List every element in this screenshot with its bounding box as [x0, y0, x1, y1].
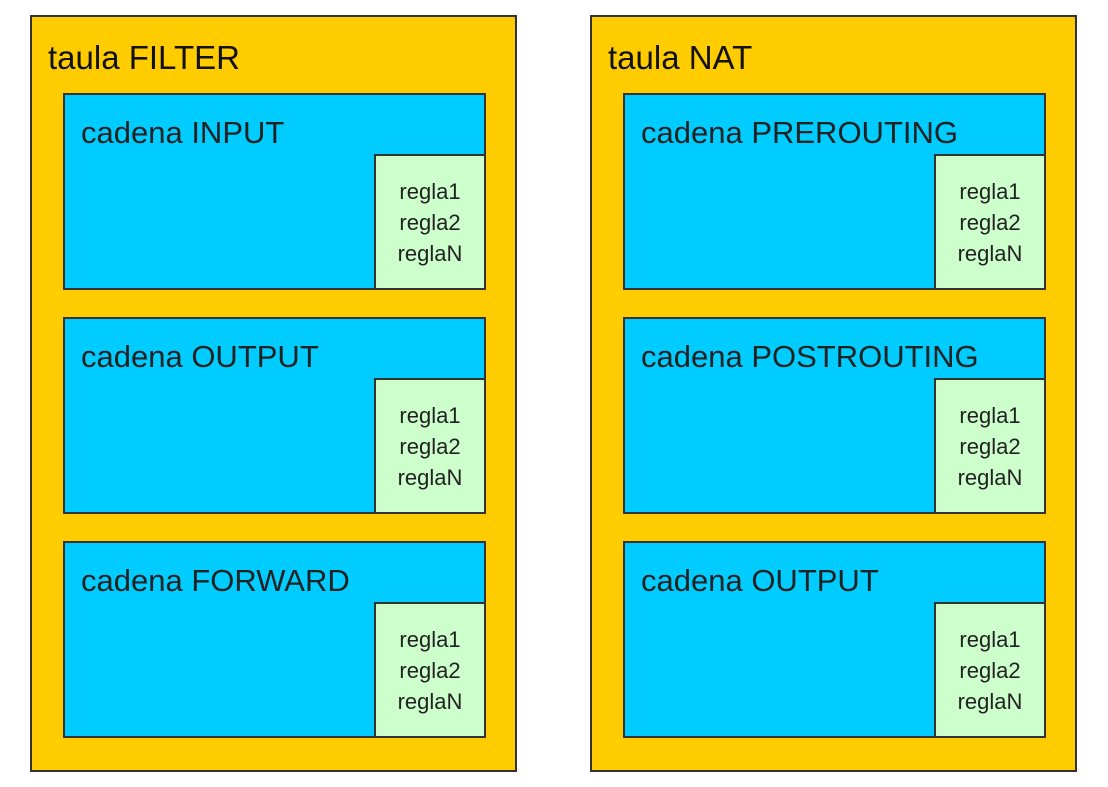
rule-item: regla2: [399, 657, 461, 683]
rule-item: regla2: [399, 433, 461, 459]
rules-list: regla1 regla2 reglaN: [934, 154, 1046, 290]
chain-title: cadena POSTROUTING: [641, 339, 979, 374]
rule-item: regla1: [959, 626, 1021, 652]
rule-item: reglaN: [957, 464, 1023, 490]
rules-list: regla1 regla2 reglaN: [374, 602, 486, 738]
table-title: taula FILTER: [48, 39, 240, 76]
rule-item: regla1: [399, 626, 461, 652]
rule-item: reglaN: [957, 240, 1023, 266]
chain-forward: cadena FORWARD regla1 regla2 reglaN: [63, 541, 486, 738]
rules-list: regla1 regla2 reglaN: [934, 602, 1046, 738]
rule-item: reglaN: [397, 240, 463, 266]
chain-input: cadena INPUT regla1 regla2 reglaN: [63, 93, 486, 290]
rule-item: regla1: [959, 402, 1021, 428]
rules-list: regla1 regla2 reglaN: [374, 154, 486, 290]
chain-title: cadena OUTPUT: [641, 563, 879, 598]
rule-item: regla2: [399, 209, 461, 235]
rule-item: reglaN: [397, 464, 463, 490]
table-nat: taula NAT cadena PREROUTING regla1 regla…: [590, 15, 1077, 772]
table-title: taula NAT: [608, 39, 753, 76]
rule-item: regla1: [399, 402, 461, 428]
chain-title: cadena PREROUTING: [641, 115, 958, 150]
chain-output: cadena OUTPUT regla1 regla2 reglaN: [623, 541, 1046, 738]
rules-list: regla1 regla2 reglaN: [934, 378, 1046, 514]
chain-title: cadena INPUT: [81, 115, 285, 150]
rule-item: regla2: [959, 209, 1021, 235]
rule-item: reglaN: [397, 688, 463, 714]
rule-item: reglaN: [957, 688, 1023, 714]
rule-item: regla1: [959, 178, 1021, 204]
rules-list: regla1 regla2 reglaN: [374, 378, 486, 514]
rule-item: regla2: [959, 657, 1021, 683]
chain-postrouting: cadena POSTROUTING regla1 regla2 reglaN: [623, 317, 1046, 514]
chain-title: cadena FORWARD: [81, 563, 350, 598]
table-filter: taula FILTER cadena INPUT regla1 regla2 …: [30, 15, 517, 772]
chain-prerouting: cadena PREROUTING regla1 regla2 reglaN: [623, 93, 1046, 290]
rule-item: regla2: [959, 433, 1021, 459]
rule-item: regla1: [399, 178, 461, 204]
chain-title: cadena OUTPUT: [81, 339, 319, 374]
chain-output: cadena OUTPUT regla1 regla2 reglaN: [63, 317, 486, 514]
